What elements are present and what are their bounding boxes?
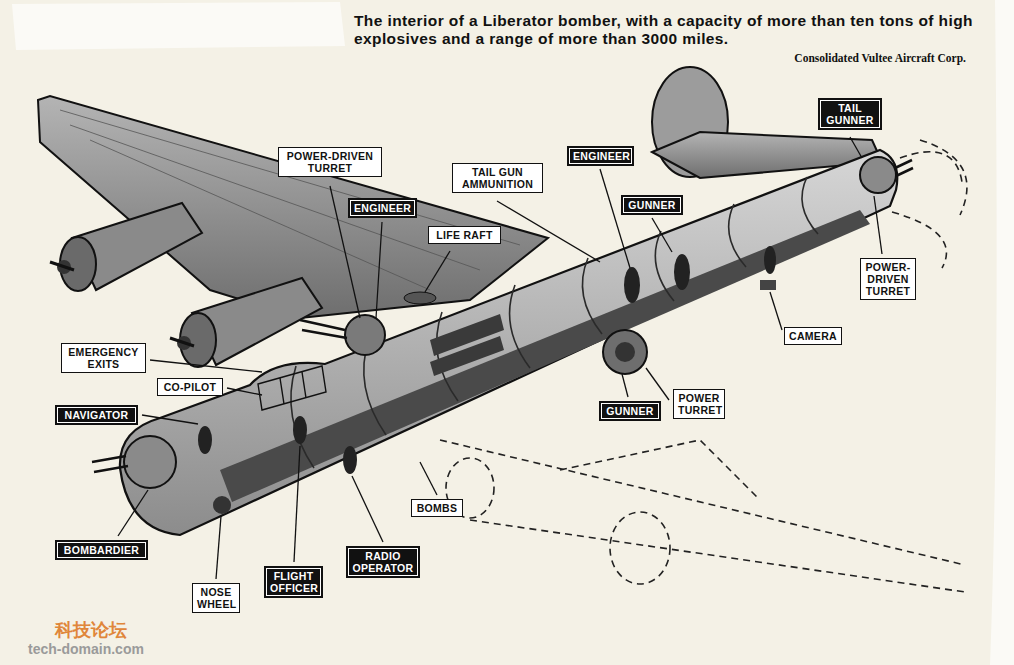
callout-label: EMERGENCY EXITS — [61, 343, 146, 373]
callout-text: POWER TURRET — [678, 392, 720, 416]
nose-wheel-symbol — [213, 496, 231, 514]
callout-label: CO-PILOT — [157, 378, 223, 396]
callout-text: GUNNER — [605, 405, 655, 417]
callout-label: BOMBS — [411, 499, 463, 517]
wing-panel-lines — [60, 110, 520, 290]
callout-text: GUNNER — [627, 199, 677, 211]
callout-label: NAVIGATOR — [55, 405, 138, 425]
bomb-rack — [430, 314, 504, 376]
caption: The interior of a Liberator bomber, with… — [354, 12, 974, 49]
callout-text: BOMBARDIER — [61, 544, 142, 556]
callout-label: CAMERA — [784, 327, 842, 345]
floor — [220, 210, 870, 502]
callout-text: EMERGENCY EXITS — [66, 346, 141, 370]
callout-label: POWER-DRIVEN TURRET — [860, 258, 916, 300]
watermark: 科技论坛 — [55, 618, 127, 642]
engine-nacelle — [170, 278, 322, 367]
callout-text: NOSE WHEEL — [197, 586, 235, 610]
callout-label: ENGINEER — [567, 146, 634, 166]
callout-text: NAVIGATOR — [61, 409, 132, 421]
callout-text: CAMERA — [789, 330, 837, 342]
callout-label: POWER TURRET — [673, 389, 725, 419]
fuselage-ribs — [291, 177, 818, 468]
credit-line: Consolidated Vultee Aircraft Corp. — [794, 52, 966, 64]
page-edge — [990, 0, 1014, 665]
callout-label: TAIL GUN AMMUNITION — [452, 163, 543, 193]
turret — [603, 330, 647, 374]
callout-label: GUNNER — [621, 195, 683, 215]
callout-label: TAIL GUNNER — [818, 98, 882, 130]
callout-text: POWER-DRIVEN TURRET — [283, 150, 377, 174]
callout-text: TAIL GUN AMMUNITION — [457, 166, 538, 190]
camera-symbol — [760, 280, 776, 290]
callout-text: RADIO OPERATOR — [352, 550, 414, 574]
callout-text: LIFE RAFT — [433, 229, 496, 241]
callout-label: NOSE WHEEL — [192, 583, 240, 613]
callout-label: ENGINEER — [348, 198, 417, 218]
callout-label: FLIGHT OFFICER — [264, 566, 323, 598]
callout-text: ENGINEER — [573, 150, 628, 162]
leader-line — [118, 137, 882, 579]
crew-figure — [198, 246, 776, 474]
callout-label: GUNNER — [599, 401, 661, 421]
turret — [92, 436, 176, 488]
callout-text: TAIL GUNNER — [824, 102, 876, 126]
watermark: tech-domain.com — [28, 641, 144, 657]
life-raft-symbol — [404, 292, 436, 304]
cockpit-windows — [258, 366, 326, 410]
callout-text: BOMBS — [416, 502, 458, 514]
callout-text: POWER-DRIVEN TURRET — [865, 261, 911, 297]
callout-text: CO-PILOT — [162, 381, 218, 393]
callout-label: POWER-DRIVEN TURRET — [278, 147, 382, 177]
paper-patch — [12, 2, 345, 50]
engine-nacelle — [50, 203, 202, 291]
turret — [300, 315, 385, 355]
turret — [860, 157, 913, 193]
callout-text: FLIGHT OFFICER — [270, 570, 317, 594]
fuselage — [120, 150, 897, 535]
callout-label: RADIO OPERATOR — [346, 546, 420, 578]
callout-text: ENGINEER — [354, 202, 411, 214]
callout-label: LIFE RAFT — [428, 226, 501, 244]
callout-label: BOMBARDIER — [55, 540, 148, 560]
